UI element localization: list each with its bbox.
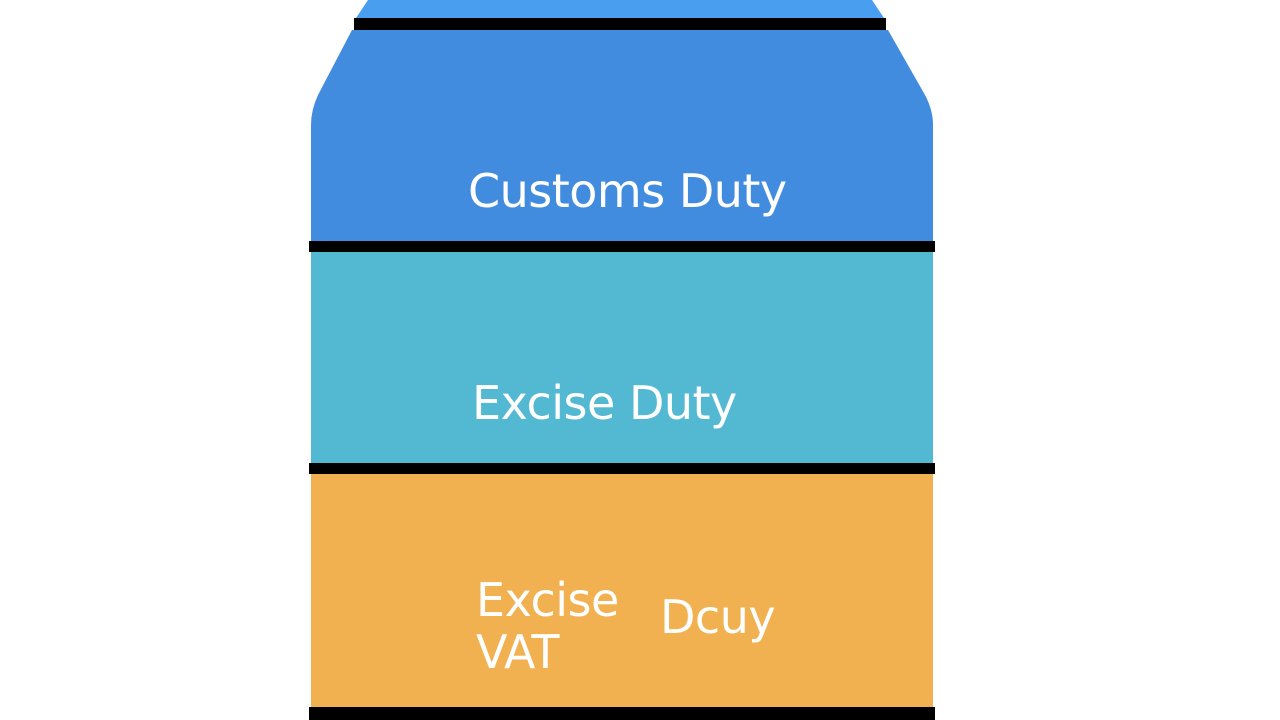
excise-duty-label: Excise Duty [472,376,737,430]
dcuy-label: Dcuy [660,590,776,644]
excise-vat-label-line1: Excise [476,573,619,627]
excise-vat-label: Excise VAT [476,574,619,678]
layer-top-band [356,0,884,18]
excise-vat-label-line2: VAT [476,625,560,679]
divider-2 [309,241,935,252]
layer-vat-band [311,474,933,707]
divider-3 [309,463,935,474]
divider-4 [309,707,935,720]
divider-1 [354,18,886,30]
layer-excise-band [311,252,933,463]
customs-duty-label: Customs Duty [468,164,787,218]
layer-customs-band [311,30,933,241]
